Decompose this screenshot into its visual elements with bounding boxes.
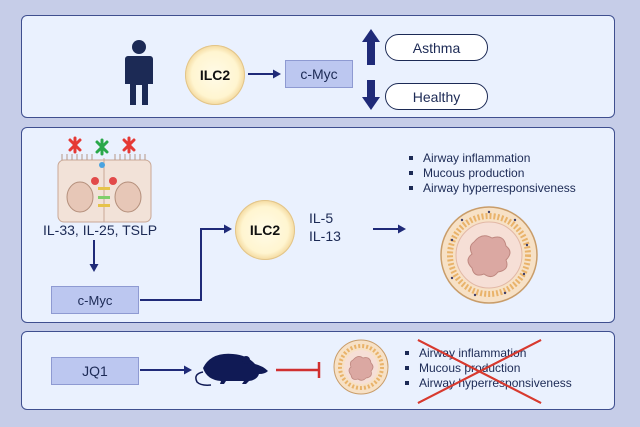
cmyc-box-top: c-Myc	[285, 60, 353, 88]
mouse-icon	[195, 353, 268, 386]
ilc2-cell-mid: ILC2	[235, 200, 295, 260]
asthma-label: Asthma	[412, 39, 461, 56]
effect-item: Airway inflammation	[407, 151, 576, 166]
down-arrow-icon	[362, 80, 380, 110]
effect-item-crossed: Airway inflammation	[403, 346, 572, 361]
inhibition-marker	[276, 362, 321, 378]
effect-item-crossed: Mucous production	[403, 361, 572, 376]
effect-item: Mucous production	[407, 166, 576, 181]
effect-item: Airway hyperresponsiveness	[407, 181, 576, 196]
airway-small-icon	[333, 339, 389, 395]
cmyc-box-mid: c-Myc	[51, 286, 139, 314]
up-arrow-icon	[362, 29, 380, 65]
person-icon	[125, 40, 153, 105]
asthma-pill: Asthma	[385, 34, 488, 61]
arrow-il-to-airway	[373, 224, 406, 234]
healthy-label: Healthy	[412, 88, 461, 105]
cytokines-label: IL-33, IL-25, TSLP	[43, 222, 158, 238]
il5-label: IL-5	[309, 210, 334, 226]
ilc2-cell-top: ILC2	[185, 45, 245, 105]
arrow-cmyc-to-ilc2	[140, 224, 232, 301]
arrow-cytokines-to-cmyc	[89, 240, 99, 272]
effects-list: Airway inflammation Mucous production Ai…	[407, 151, 576, 196]
arrow-ilc2-to-cmyc	[248, 69, 281, 79]
healthy-pill: Healthy	[385, 83, 488, 110]
cmyc-label-top: c-Myc	[300, 66, 338, 82]
epithelium-icon	[57, 136, 152, 223]
ilc2-label-top: ILC2	[199, 67, 231, 83]
cmyc-label-mid: c-Myc	[77, 292, 113, 308]
arrow-jq1-to-mouse	[140, 365, 192, 375]
effect-item-crossed: Airway hyperresponsiveness	[403, 376, 572, 391]
ilc2-label-mid: ILC2	[249, 222, 281, 238]
effects-list-crossed: Airway inflammation Mucous production Ai…	[403, 346, 572, 391]
airway-icon	[440, 206, 538, 304]
jq1-label: JQ1	[82, 363, 108, 379]
jq1-box: JQ1	[51, 357, 139, 385]
il13-label: IL-13	[309, 228, 341, 244]
